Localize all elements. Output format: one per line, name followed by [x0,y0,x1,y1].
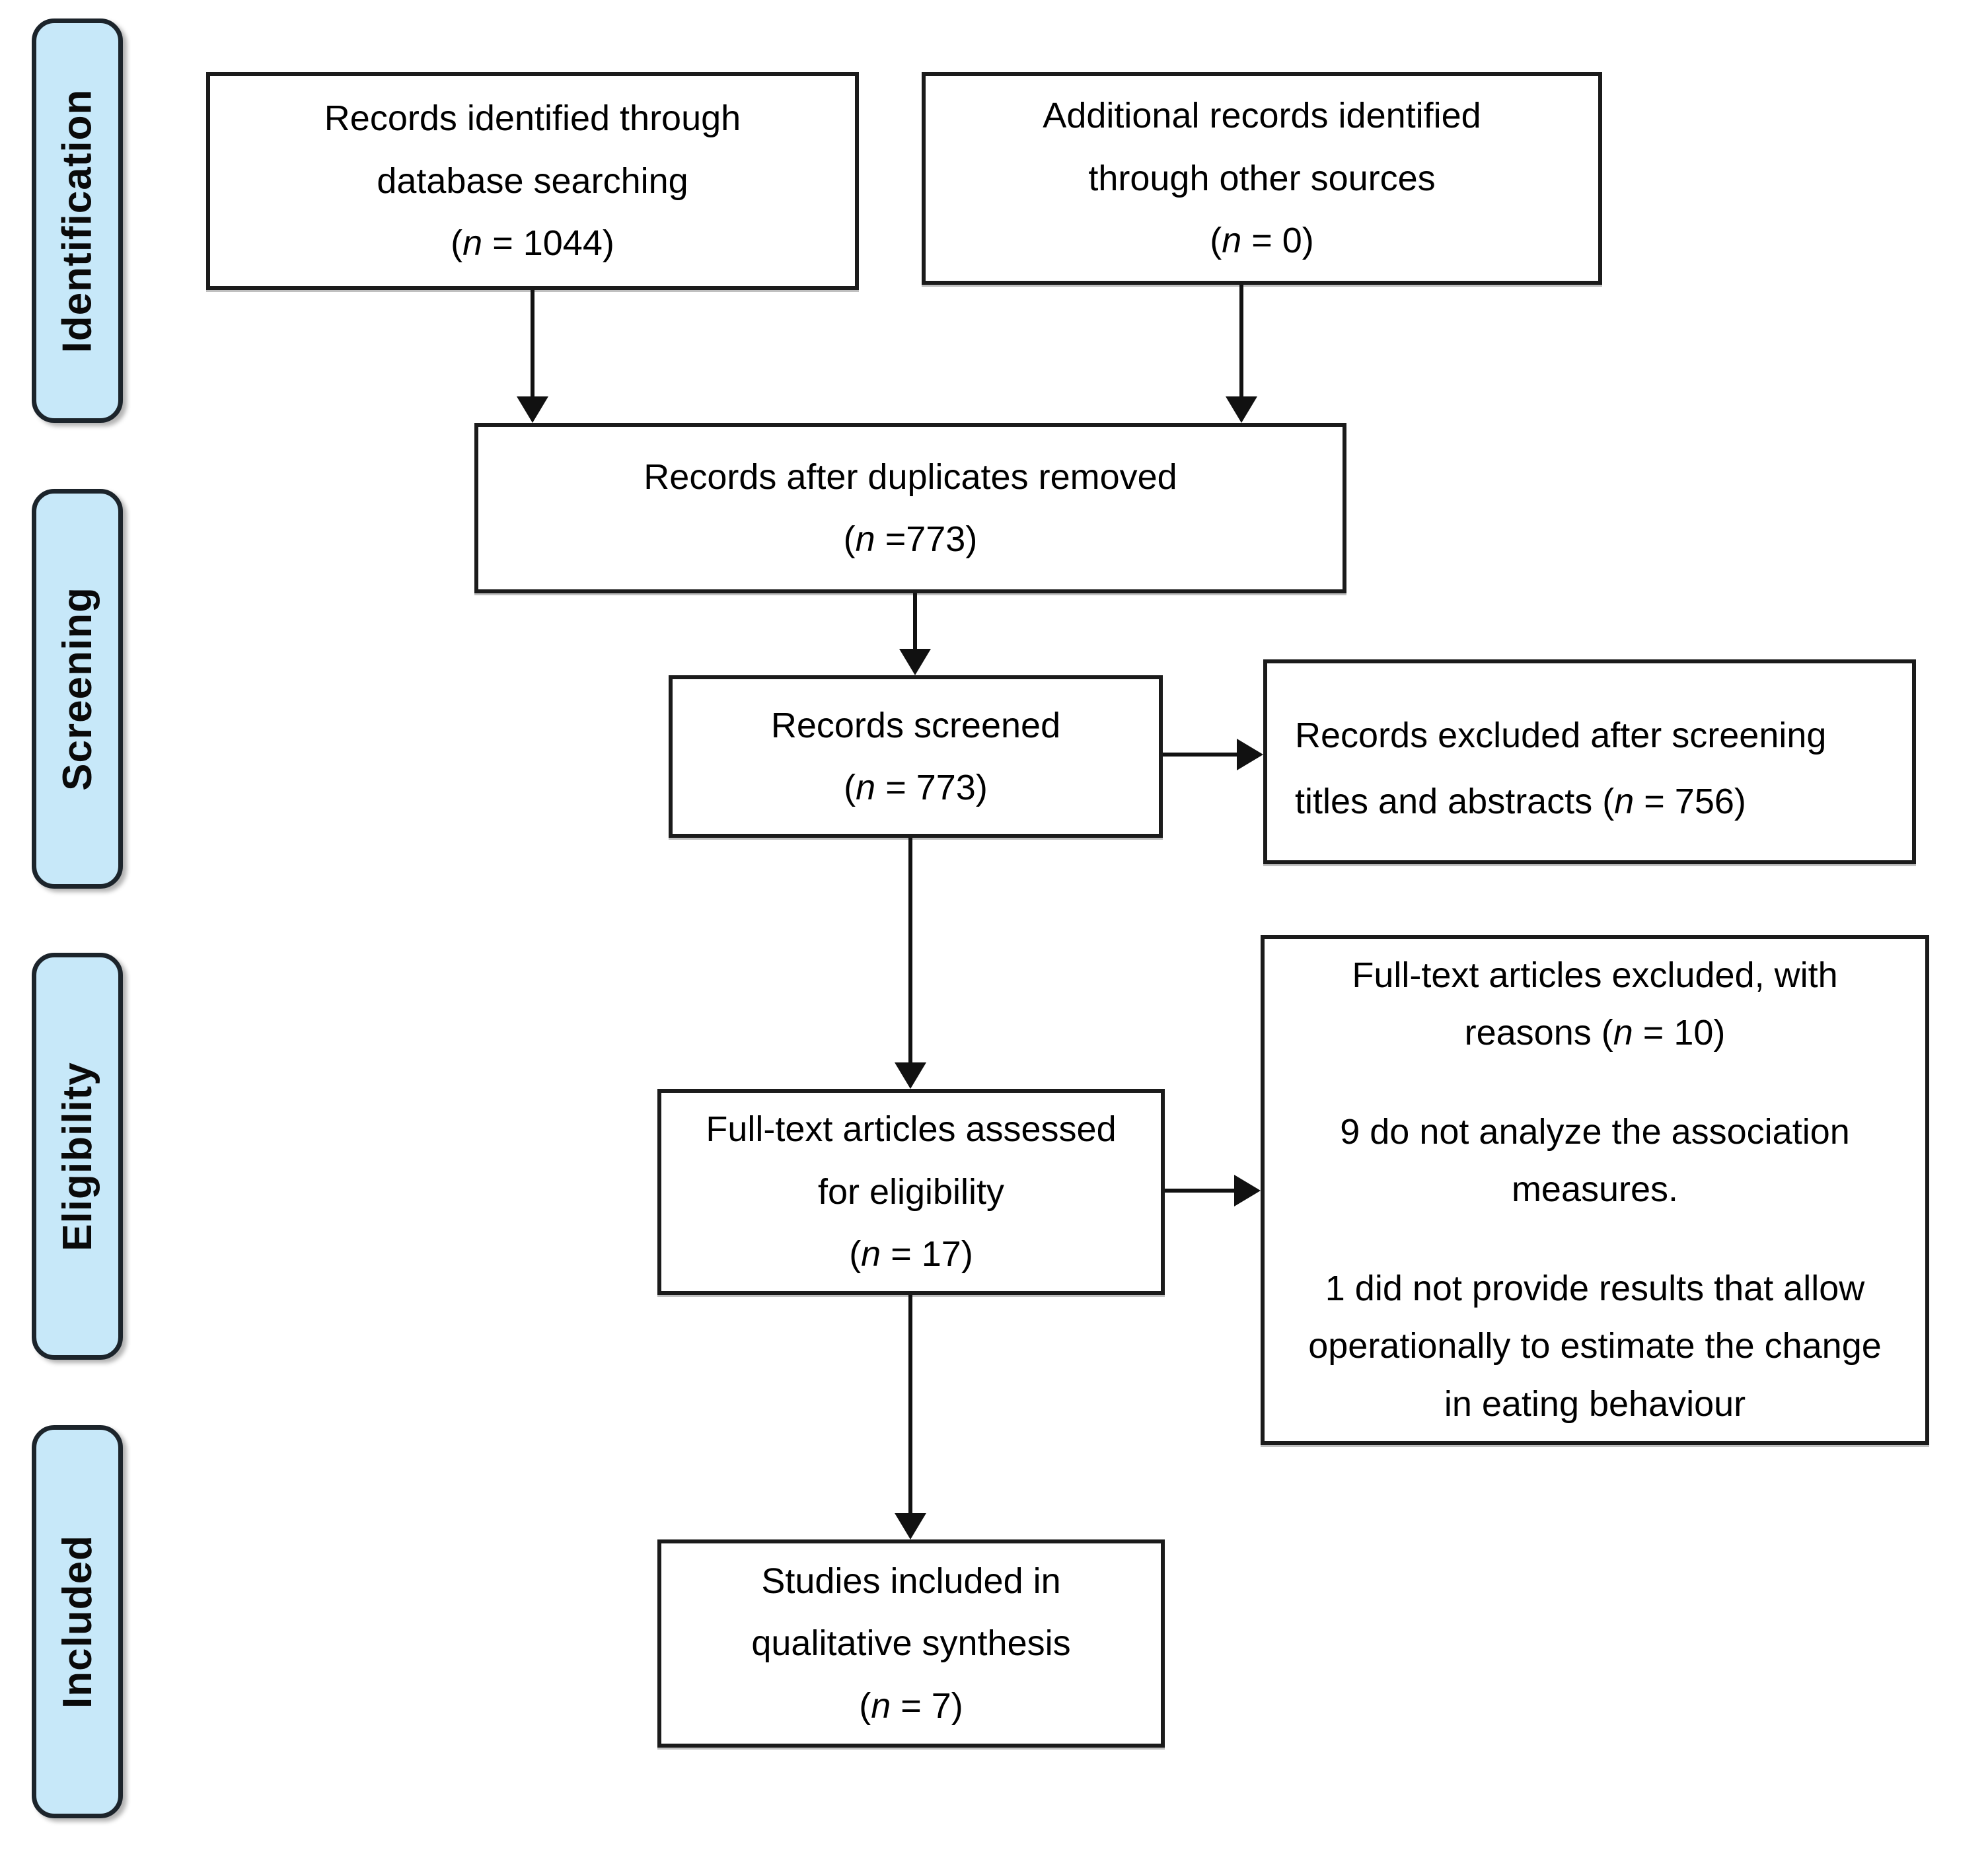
box-text-line: for eligibility [817,1171,1005,1212]
box-records-identified: Records identified through database sear… [206,72,859,290]
box-reason-line: operationally to estimate the change [1308,1326,1882,1366]
box-fulltext-assessed: Full-text articles assessed for eligibil… [657,1089,1165,1295]
stage-label-text: Identification [54,89,100,353]
stage-label-included: Included [32,1425,123,1818]
box-additional-records: Additional records identified through ot… [922,72,1602,285]
box-fulltext-excluded-with-reasons: Full-text articles excluded, with reason… [1261,935,1929,1445]
box-count-line: (n =773) [843,519,978,559]
box-count-line: (n = 773) [844,768,988,807]
box-reason-line: 1 did not provide results that allow [1325,1268,1865,1308]
box-text-line: qualitative synthesis [751,1623,1071,1664]
box-text-line: Records after duplicates removed [644,457,1177,497]
box-text-line: Additional records identified [1043,96,1481,136]
box-text-line: Records identified through [324,98,741,139]
box-text-line: database searching [377,161,688,201]
box-text-line: Full-text articles assessed [706,1109,1117,1150]
box-text-line: titles and abstracts (n = 756) [1295,781,1746,821]
box-count-line: (n = 0) [1210,221,1314,261]
stage-label-screening: Screening [32,489,123,889]
box-reason-line: 9 do not analyze the association [1340,1111,1850,1152]
stage-label-text: Included [54,1535,100,1709]
box-text-line: Records excluded after screening [1295,716,1827,755]
box-text-line: Full-text articles excluded, with [1352,955,1838,995]
arrow-down-deduped-to-screened [913,593,917,649]
box-text-line: reasons (n = 10) [1464,1013,1726,1053]
stage-label-text: Screening [54,587,100,791]
box-text-line: Records screened [770,705,1061,745]
box-records-excluded-after-screening: Records excluded after screening titles … [1263,659,1916,864]
box-reason-line: measures. [1511,1169,1679,1210]
box-studies-included: Studies included in qualitative synthesi… [657,1539,1165,1748]
arrow-right-screened-to-excluded [1163,753,1237,757]
stage-label-identification: Identification [32,18,123,423]
stage-label-text: Eligibility [54,1061,100,1251]
box-count-line: (n = 7) [859,1685,963,1726]
arrow-right-fulltext-to-excluded [1165,1189,1234,1193]
stage-label-eligibility: Eligibility [32,953,123,1360]
arrow-down-identified-to-deduped [531,290,534,396]
box-text-line: Studies included in [761,1561,1061,1601]
box-records-screened: Records screened (n = 773) [669,675,1163,838]
box-records-after-duplicates-removed: Records after duplicates removed (n =773… [474,423,1346,593]
box-count-line: (n = 17) [849,1234,973,1275]
box-text-line: through other sources [1088,158,1436,198]
arrow-down-screened-to-fulltext [908,838,912,1062]
arrow-down-fulltext-to-included [908,1295,912,1513]
box-count-line: (n = 1044) [451,223,614,264]
box-reason-line: in eating behaviour [1444,1384,1746,1424]
arrow-down-additional-to-deduped [1239,285,1243,396]
